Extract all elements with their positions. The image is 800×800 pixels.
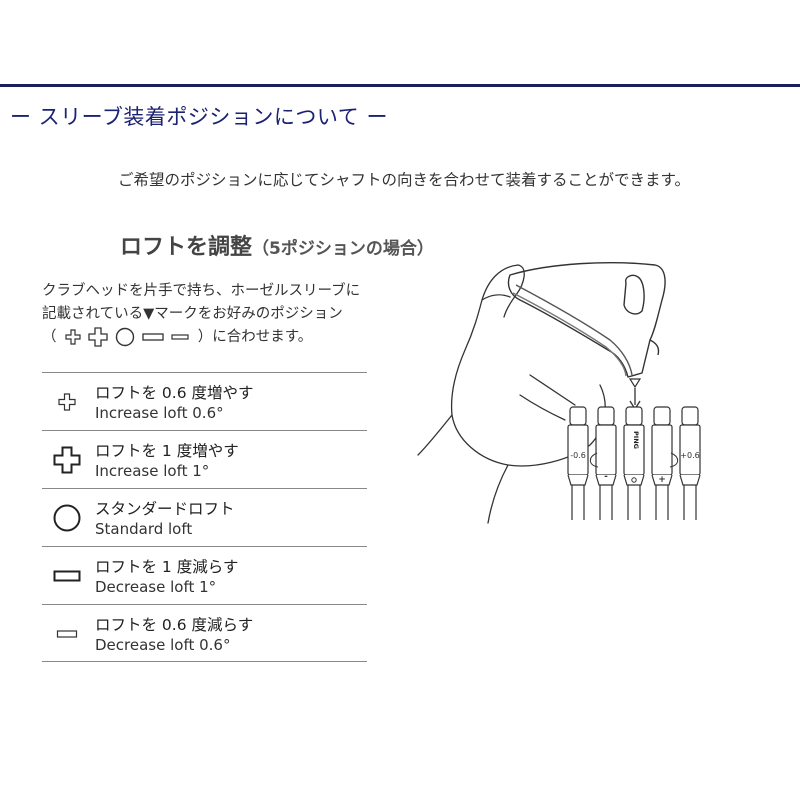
option-jp: ロフトを 1 度増やす — [95, 442, 239, 460]
small-plus-icon — [52, 387, 82, 417]
sleeve-minus-1: - — [595, 406, 617, 520]
option-row: ロフトを 1 度増やす Increase loft 1° — [42, 430, 367, 488]
option-en: Decrease loft 0.6° — [95, 636, 231, 654]
position-symbols — [65, 327, 189, 347]
large-plus-icon — [52, 445, 82, 475]
sleeve-plus-1: + — [651, 406, 673, 520]
alignment-arrow — [628, 378, 642, 411]
small-minus-icon — [171, 334, 189, 340]
circle-icon — [52, 503, 82, 533]
large-minus-icon — [52, 561, 82, 591]
circle-icon — [115, 327, 135, 347]
option-jp: ロフトを 1 度減らす — [95, 558, 239, 576]
svg-text:+: + — [658, 475, 666, 485]
option-row: ロフトを 0.6 度減らす Decrease loft 0.6° — [42, 604, 367, 662]
intro-text: ご希望のポジションに応じてシャフトの向きを合わせて装着することができます。 — [118, 171, 690, 189]
top-divider — [0, 84, 800, 87]
shaft-sleeves: -0.6 - PING + +0. — [567, 406, 701, 520]
option-jp: ロフトを 0.6 度増やす — [95, 384, 254, 402]
svg-text:PING: PING — [632, 431, 640, 449]
instructions: クラブヘッドを片手で持ち、ホーゼルスリーブに 記載されている▼マークをお好みのポ… — [42, 280, 412, 349]
option-row: スタンダードロフト Standard loft — [42, 488, 367, 546]
option-en: Increase loft 1° — [95, 462, 210, 480]
small-plus-icon — [65, 329, 81, 345]
sleeve-minus-06: -0.6 — [567, 406, 589, 520]
large-minus-icon — [142, 333, 164, 341]
loft-options-list: ロフトを 0.6 度増やす Increase loft 0.6° ロフトを 1 … — [42, 372, 367, 662]
subheading-main: ロフトを調整 — [120, 235, 253, 260]
svg-text:-: - — [604, 472, 608, 482]
option-row: ロフトを 0.6 度増やす Increase loft 0.6° — [42, 372, 367, 430]
option-en: Decrease loft 1° — [95, 578, 217, 596]
svg-text:+0.6: +0.6 — [680, 451, 699, 460]
instructions-line-2: 記載されている▼マークをお好みのポジション — [42, 306, 343, 322]
sleeve-plus-06: +0.6 — [679, 406, 701, 520]
subheading: ロフトを調整（5ポジションの場合） — [120, 229, 434, 261]
subheading-paren: （5ポジションの場合） — [252, 239, 434, 259]
svg-text:-0.6: -0.6 — [570, 451, 586, 460]
small-minus-icon — [52, 619, 82, 649]
section-heading: ー スリーブ装着ポジションについて ー — [10, 105, 388, 129]
large-plus-icon — [88, 327, 108, 347]
instructions-line-3: （ ）に合わせます。 — [42, 327, 313, 347]
club-sleeve-illustration: -0.6 - PING + +0. — [417, 261, 701, 524]
option-row: ロフトを 1 度減らす Decrease loft 1° — [42, 546, 367, 604]
option-jp: スタンダードロフト — [95, 500, 235, 518]
hand-illustration — [417, 264, 606, 524]
sleeve-standard: PING — [623, 406, 645, 520]
club-head — [507, 261, 666, 378]
option-en: Standard loft — [95, 520, 193, 538]
instructions-line-1: クラブヘッドを片手で持ち、ホーゼルスリーブに — [42, 283, 361, 299]
option-en: Increase loft 0.6° — [95, 404, 224, 422]
option-jp: ロフトを 0.6 度減らす — [95, 616, 254, 634]
